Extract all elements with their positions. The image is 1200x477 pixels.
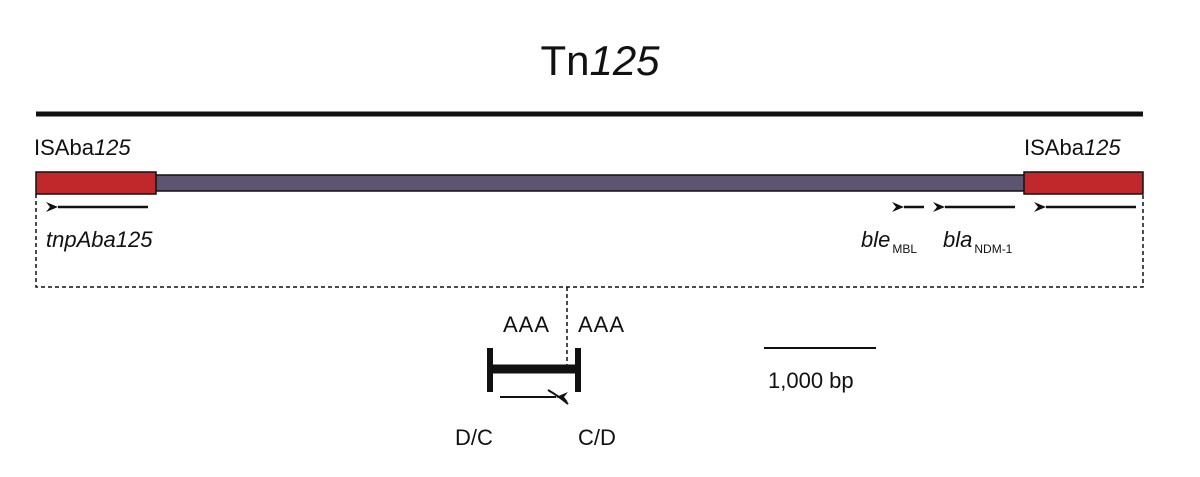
right-end-label: C/D — [578, 425, 616, 450]
left-end-label: D/C — [455, 425, 493, 450]
dotted-outline — [35, 194, 1144, 288]
left-target-sequence: AAA — [503, 312, 551, 337]
right-target-sequence: AAA — [578, 312, 626, 337]
right-is-element — [1023, 171, 1144, 195]
transposon-backbone — [154, 174, 1026, 192]
scale-bar-label: 1,000 bp — [768, 368, 854, 393]
left-is-label: ISAba125 — [34, 135, 131, 160]
target-site-arrow-tail — [547, 389, 569, 405]
tnp-gene-label: tnpAba125 — [46, 227, 153, 252]
diagram-title: Tn125 — [540, 37, 660, 84]
left-is-element — [35, 171, 157, 195]
right-is-label: ISAba125 — [1024, 135, 1121, 160]
